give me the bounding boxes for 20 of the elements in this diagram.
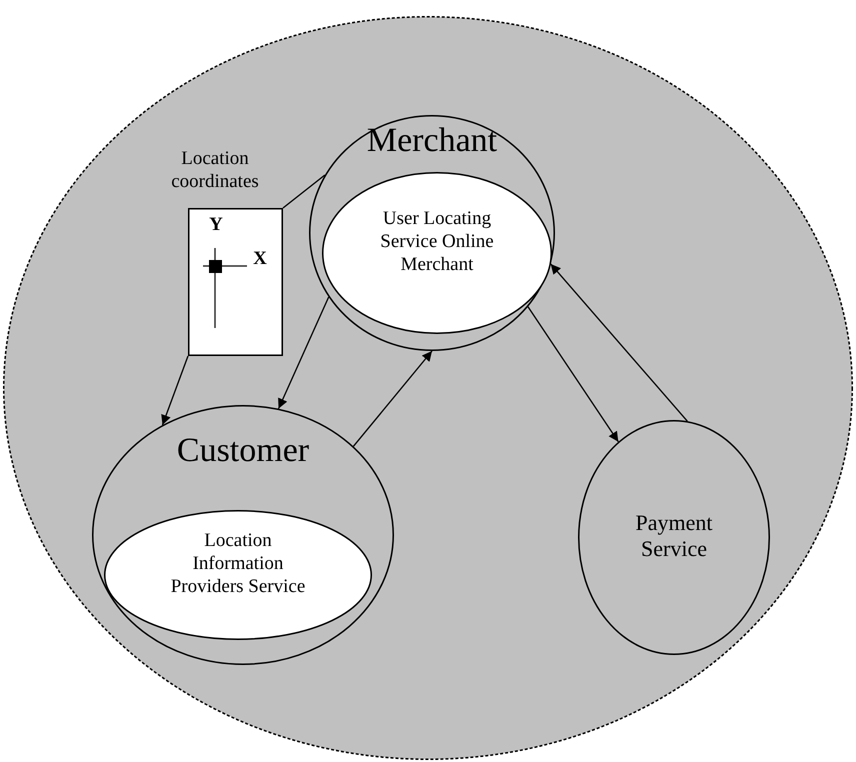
axis-label: X xyxy=(252,248,268,271)
arrow xyxy=(278,296,330,409)
entity-ellipse xyxy=(309,115,555,351)
axis-label: Y xyxy=(208,214,224,237)
boundary-ellipse xyxy=(3,16,853,760)
service-ellipse xyxy=(578,420,770,655)
service-ellipse xyxy=(322,172,552,334)
heading: Location coordinates xyxy=(170,148,260,194)
service-ellipse xyxy=(104,510,372,640)
arrow xyxy=(161,356,189,426)
heading: Customer xyxy=(176,431,310,471)
entity-ellipse xyxy=(92,405,394,665)
node-label: Location Information Providers Service xyxy=(170,530,306,598)
arrow xyxy=(352,350,432,447)
arrow xyxy=(527,306,619,442)
node-label: Payment Service xyxy=(634,510,714,563)
arrow xyxy=(550,264,688,422)
leader-line xyxy=(282,174,326,209)
heading: Merchant xyxy=(366,121,498,161)
node-label: User Locating Service Online Merchant xyxy=(379,208,495,276)
